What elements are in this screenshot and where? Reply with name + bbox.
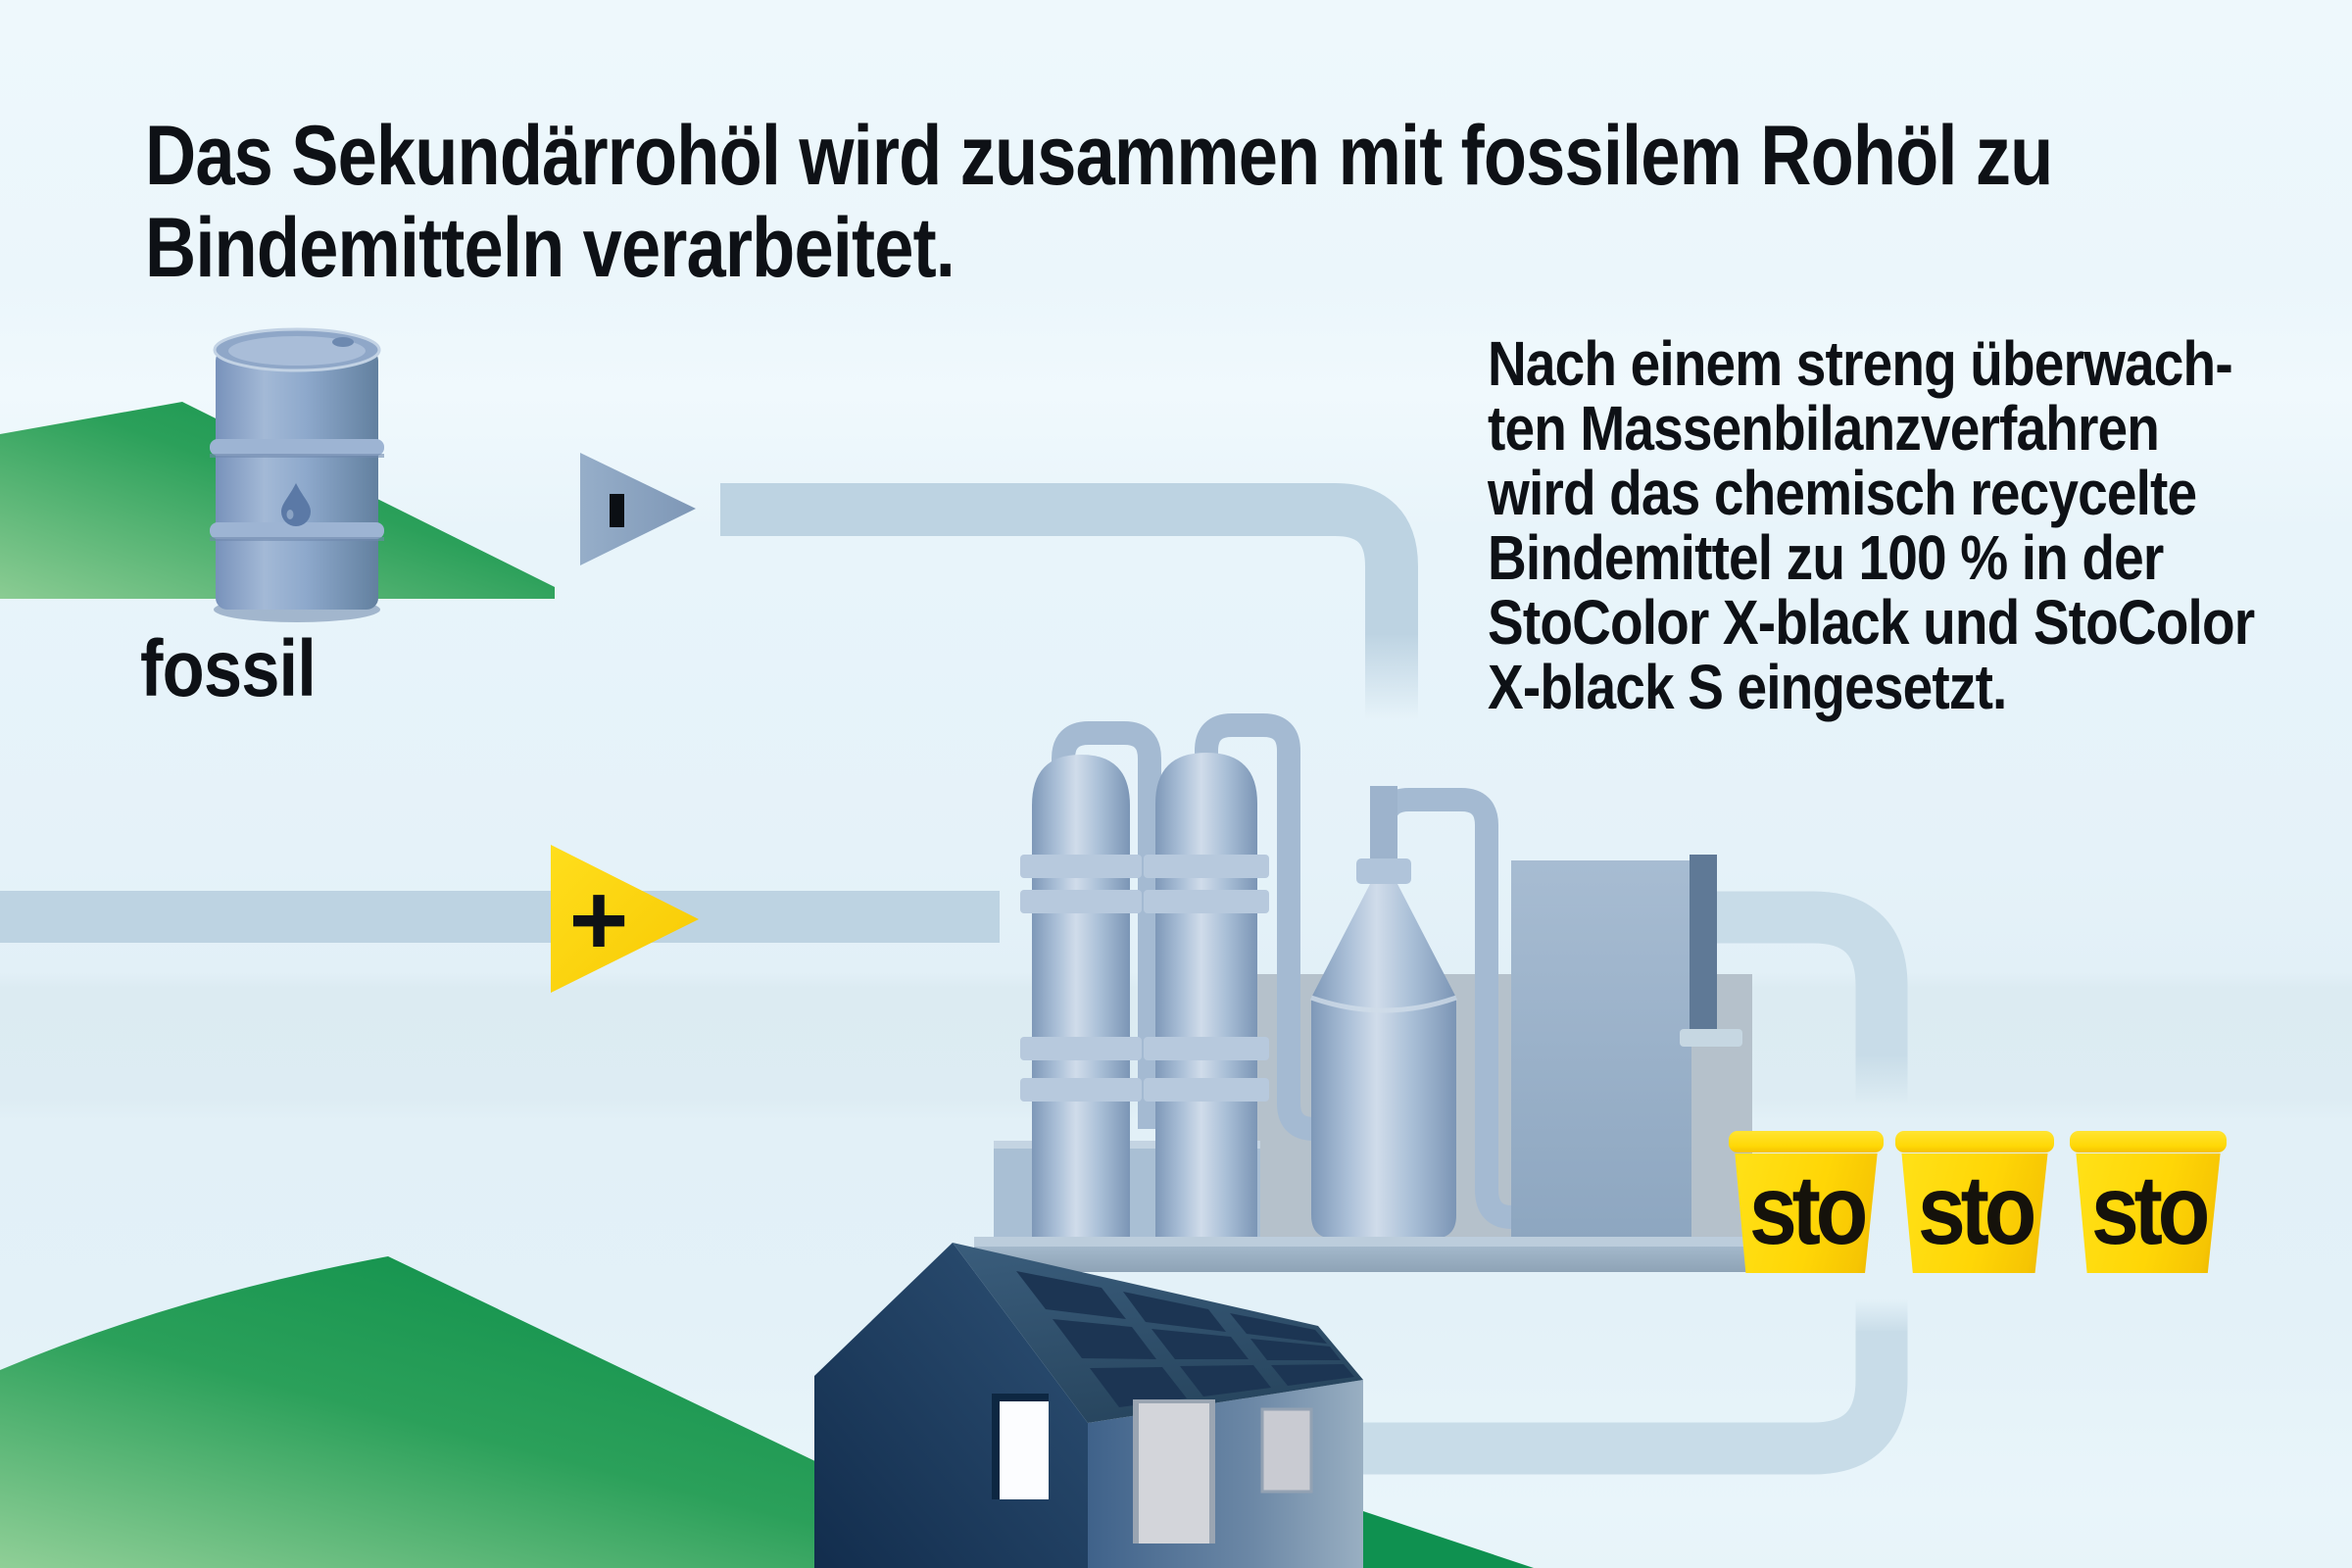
bucket-body: sto [1735, 1153, 1878, 1273]
bucket-body: sto [1901, 1153, 2048, 1273]
building-side-duct [1690, 855, 1717, 1031]
tank-shoulder [1310, 995, 1457, 1013]
dash-icon [610, 494, 624, 527]
bucket-lip [1729, 1131, 1884, 1152]
platform [974, 1247, 1752, 1272]
bucket-body: sto [2076, 1153, 2221, 1273]
page-title: Das Sekundärrohöl wird zusammen mit foss… [145, 110, 2352, 294]
sto-logo: sto [2090, 1154, 2210, 1265]
tank-neck-flange [1356, 858, 1411, 884]
annotation-line: ten Massenbilanzverfahren [1488, 393, 2160, 464]
plant-building [1511, 860, 1691, 1243]
distillation-column [1155, 753, 1257, 1243]
barrel-bung [332, 337, 354, 347]
plus-icon: + [569, 863, 629, 977]
gable-window [1000, 1401, 1049, 1499]
annotation-line: Bindemittel zu 100 % in der [1488, 522, 2164, 593]
barrel-rib [210, 522, 384, 539]
pipe-fossil-to-refinery [720, 483, 1418, 719]
duct-flange [1680, 1029, 1742, 1047]
hill-wedge-right [1363, 1511, 1534, 1568]
sto-bucket: sto [1895, 1131, 2054, 1274]
platform-top [974, 1237, 1752, 1247]
annotation-text: Nach einem streng überwach- ten Massenbi… [1488, 331, 2352, 719]
riser-pipe [1195, 713, 1329, 1141]
house-door [1139, 1403, 1209, 1544]
barrel-rib [210, 439, 384, 456]
oil-drop-highlight [286, 510, 294, 519]
riser-pipe [1052, 721, 1161, 1129]
pipe-secondary-oil [0, 891, 1000, 943]
mix-flow-arrow: + [551, 845, 699, 993]
annotation-line: X-black S eingesetzt. [1488, 652, 2007, 722]
annotation-line: wird das chemisch recycelte [1488, 458, 2197, 528]
cone-tank [1311, 884, 1456, 1239]
sto-logo: sto [1917, 1154, 2036, 1265]
fossil-label: fossil [140, 623, 344, 715]
title-line-1: Das Sekundärrohöl wird zusammen mit foss… [145, 109, 2053, 203]
hill-bottom [0, 1256, 960, 1568]
solar-panels [1016, 1271, 1354, 1407]
sto-bucket: sto [2070, 1131, 2227, 1274]
sto-bucket: sto [1729, 1131, 1884, 1274]
tank-neck [1370, 786, 1397, 862]
column-flanges [1020, 855, 1269, 1102]
fossil-flow-arrow [580, 453, 696, 565]
distillation-column [1032, 755, 1130, 1243]
barrel-rim [213, 327, 381, 372]
refinery [974, 713, 1752, 1272]
bucket-lip [2070, 1131, 2227, 1152]
title-line-2: Bindemitteln verarbeitet. [145, 201, 956, 295]
solar-house [814, 1243, 1534, 1568]
bucket-lip [1895, 1131, 2054, 1152]
annotation-line: StoColor X-black und StoColor [1488, 587, 2255, 658]
barrel-rib-shadow [210, 454, 384, 458]
pipe-refinery-to-house [1363, 891, 1908, 1475]
barrel-rib-shadow [210, 537, 384, 541]
annotation-line: Nach einem streng überwach- [1488, 328, 2233, 399]
side-window [1260, 1407, 1313, 1494]
barrel-body [216, 349, 378, 610]
barrel-top-inner [228, 336, 366, 366]
sto-logo: sto [1748, 1154, 1868, 1265]
oil-barrel [210, 327, 384, 622]
fossil-label-text: fossil [140, 624, 317, 713]
